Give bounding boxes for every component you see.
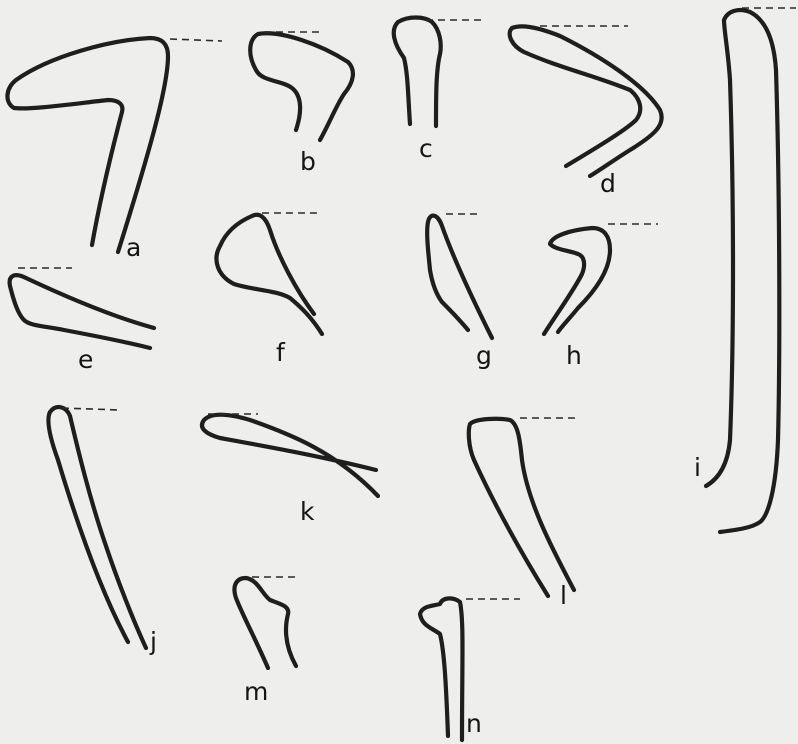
shape-i: i: [694, 8, 796, 532]
shape-c-outline: [394, 18, 441, 127]
shape-f-outline: [216, 215, 322, 334]
shape-m-outline: [234, 578, 296, 668]
shape-a-label: a: [126, 233, 141, 262]
shape-b-outline: [250, 33, 353, 140]
shape-d: d: [510, 26, 662, 198]
shape-n: n: [420, 598, 520, 740]
shape-e-label: e: [78, 345, 93, 374]
shape-k: k: [202, 414, 378, 526]
shape-h: h: [544, 224, 658, 370]
shape-j-label: j: [149, 627, 157, 656]
shape-n-label: n: [466, 709, 482, 738]
shape-l-label: l: [560, 581, 567, 610]
shape-l-outline: [469, 419, 574, 596]
shape-a-outline: [7, 38, 168, 252]
shape-i-outline: [706, 10, 779, 532]
shape-e: e: [10, 268, 154, 374]
shape-b-label: b: [300, 147, 316, 176]
shape-l: l: [469, 418, 578, 610]
shape-a: a: [7, 38, 222, 262]
shape-d-label: d: [600, 169, 616, 198]
shape-m-label: m: [244, 677, 268, 706]
shape-f-label: f: [276, 338, 286, 367]
shape-h-label: h: [566, 341, 582, 370]
shape-c-label: c: [419, 134, 433, 163]
shape-j-guide: [62, 408, 120, 410]
shape-g-label: g: [476, 341, 492, 370]
shape-e-outline: [10, 275, 154, 348]
shape-j-outline: [48, 407, 146, 648]
shape-b: b: [250, 32, 353, 176]
shape-g-outline: [427, 216, 492, 338]
shape-n-outline: [420, 598, 463, 740]
shape-k-label: k: [300, 497, 315, 526]
shape-j: j: [48, 407, 157, 656]
shape-a-guide: [170, 39, 222, 41]
shape-k-outline: [202, 415, 378, 496]
shape-d-outline: [510, 26, 662, 176]
shape-h-outline: [544, 228, 610, 334]
shape-g: g: [427, 214, 492, 370]
shape-i-label: i: [694, 453, 701, 482]
shape-f: f: [216, 213, 322, 367]
shape-m: m: [234, 577, 300, 706]
shape-c: c: [394, 18, 484, 164]
